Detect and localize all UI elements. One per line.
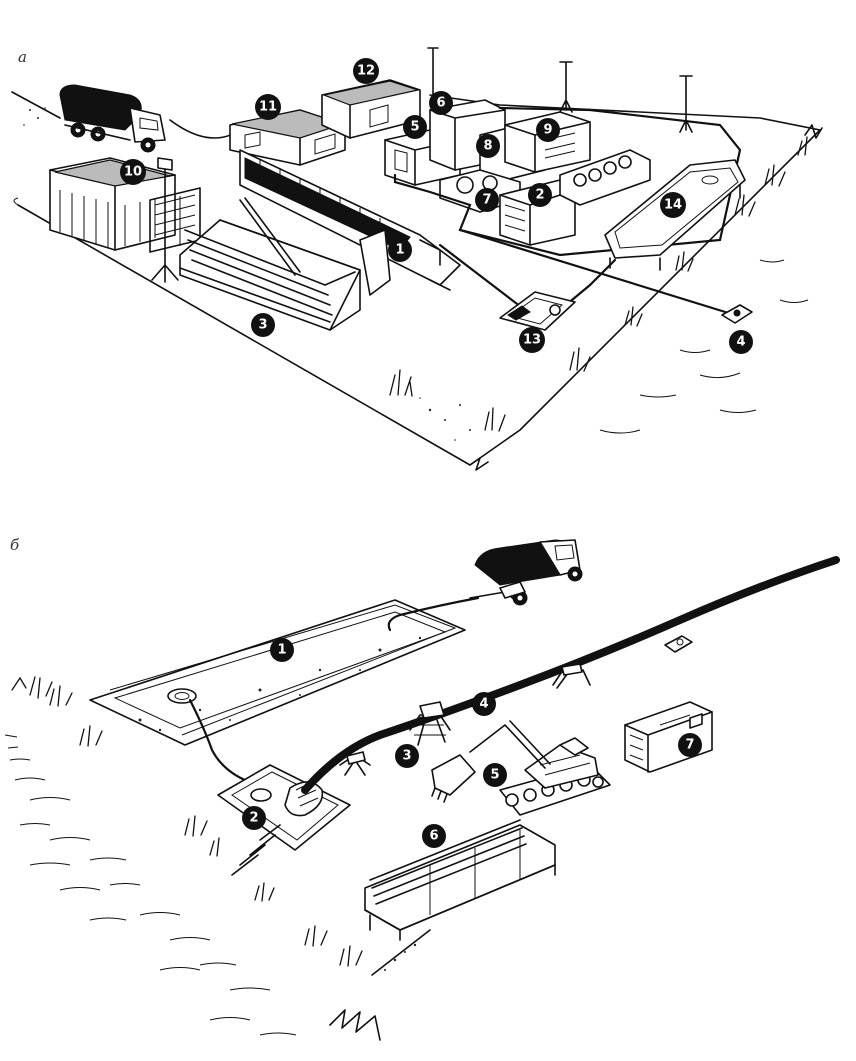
- callout-6: 6: [422, 824, 446, 848]
- callout-7: 7: [475, 188, 499, 212]
- tanker-truck-icon: [470, 540, 582, 605]
- callout-5: 5: [403, 115, 427, 139]
- panel-b: б: [0, 520, 856, 1061]
- section-edge: [330, 930, 430, 1040]
- generator-icon: [625, 702, 712, 772]
- excavator-icon: [432, 721, 610, 815]
- callout-1: 1: [270, 638, 294, 662]
- callout-10: 10: [120, 159, 146, 185]
- pump-icon: [218, 765, 350, 875]
- svg-text:7: 7: [482, 193, 491, 208]
- svg-text:6: 6: [429, 829, 438, 844]
- svg-text:4: 4: [736, 335, 745, 350]
- callout-4: 4: [472, 692, 496, 716]
- svg-text:1: 1: [277, 643, 286, 658]
- svg-text:12: 12: [357, 64, 375, 79]
- svg-text:14: 14: [664, 198, 682, 213]
- callout-3: 3: [251, 313, 275, 337]
- svg-text:6: 6: [436, 96, 445, 111]
- svg-text:11: 11: [259, 100, 277, 115]
- callout-5: 5: [483, 763, 507, 787]
- svg-text:5: 5: [490, 768, 499, 783]
- panel-a-letter: а: [18, 48, 27, 66]
- callout-12: 12: [353, 58, 379, 84]
- callout-13: 13: [519, 327, 545, 353]
- svg-text:2: 2: [535, 188, 544, 203]
- svg-text:7: 7: [685, 738, 694, 753]
- callout-9: 9: [536, 118, 560, 142]
- callout-7: 7: [678, 733, 702, 757]
- callout-14: 14: [660, 192, 686, 218]
- panel-a: а: [0, 0, 856, 500]
- svg-text:13: 13: [523, 333, 541, 348]
- pipe-stack-icon: [365, 820, 555, 940]
- callout-8: 8: [476, 134, 500, 158]
- callout-6: 6: [429, 91, 453, 115]
- callout-3: 3: [395, 744, 419, 768]
- callout-11: 11: [255, 94, 281, 120]
- callout-2: 2: [242, 806, 266, 830]
- svg-text:9: 9: [543, 123, 552, 138]
- svg-text:3: 3: [258, 318, 267, 333]
- callout-2: 2: [528, 183, 552, 207]
- svg-text:8: 8: [483, 139, 492, 154]
- svg-text:2: 2: [249, 811, 258, 826]
- callout-4: 4: [729, 330, 753, 354]
- panel-b-letter: б: [10, 536, 20, 554]
- callout-1: 1: [388, 238, 412, 262]
- svg-text:3: 3: [402, 749, 411, 764]
- svg-text:10: 10: [124, 165, 142, 180]
- tanker-truck-icon: [60, 85, 165, 152]
- svg-text:1: 1: [395, 243, 404, 258]
- panel-a-drawing: а: [0, 0, 856, 500]
- svg-text:4: 4: [479, 697, 488, 712]
- svg-text:5: 5: [410, 120, 419, 135]
- outlet-4: [722, 305, 752, 323]
- panel-b-drawing: б: [0, 520, 856, 1061]
- sump-13: [500, 292, 575, 330]
